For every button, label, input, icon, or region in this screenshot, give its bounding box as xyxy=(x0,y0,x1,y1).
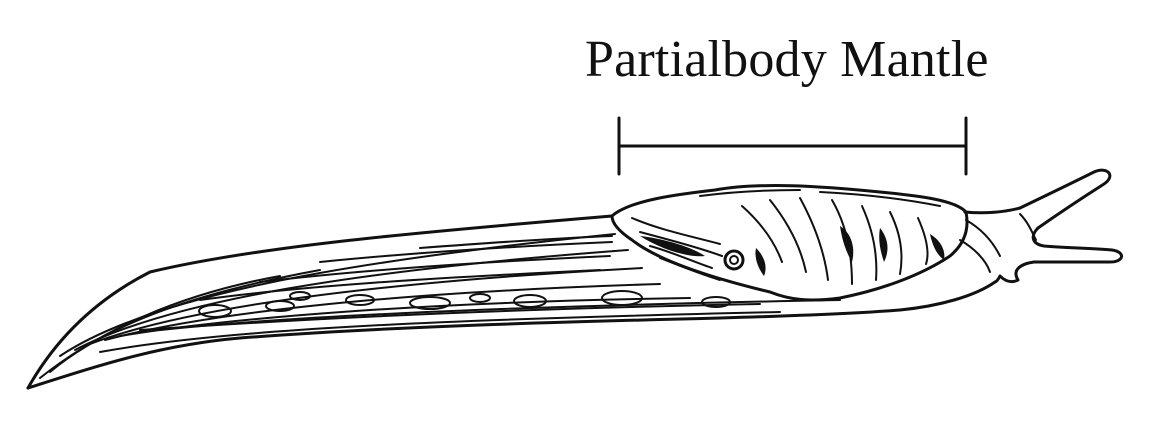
slug-body-outline xyxy=(26,168,1123,390)
mantle-shading xyxy=(640,226,945,276)
mantle-label: Partialbody Mantle xyxy=(585,31,989,88)
body-texture-lines xyxy=(39,233,841,379)
mantle-shield xyxy=(610,184,969,302)
mantle-span-bracket xyxy=(617,116,968,176)
breathing-pore-icon xyxy=(723,249,745,271)
head-details xyxy=(959,213,1037,273)
foot-spots xyxy=(198,290,731,318)
